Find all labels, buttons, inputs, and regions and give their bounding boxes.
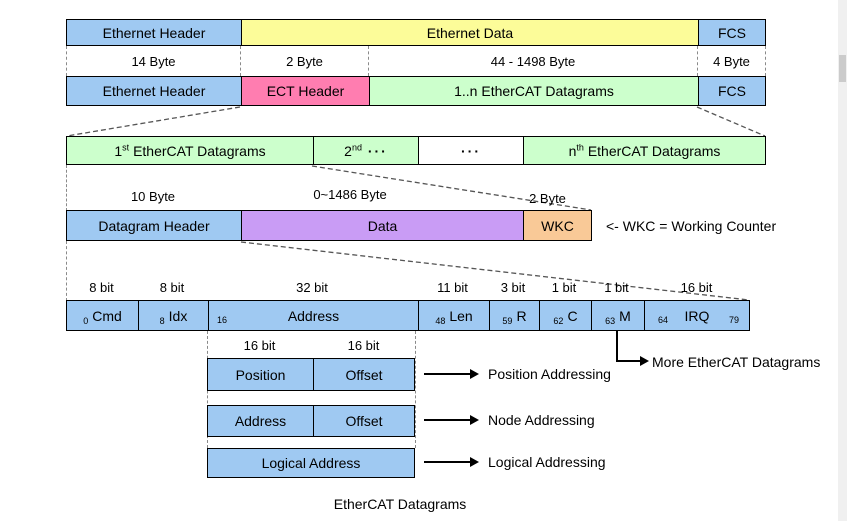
bit-label-m: 1 bit (604, 280, 629, 295)
scrollbar-track[interactable] (838, 0, 847, 521)
nth-datagram-box: nth EtherCAT Datagrams (523, 137, 765, 164)
datagram-ellipsis-box: ··· (418, 137, 523, 164)
datagram-header-box: Datagram Header (67, 211, 241, 240)
ethernet-header-box-2: Ethernet Header (67, 77, 241, 105)
bit-label-16-right: 16 bit (347, 338, 380, 353)
logical-addressing-label: Logical Addressing (488, 454, 606, 470)
connector-address-right (415, 331, 416, 448)
logical-addressing-row: Logical Address (207, 448, 415, 478)
ethernet-header-label: Ethernet Header (102, 24, 206, 41)
more-connector-horizontal (616, 360, 641, 362)
ethernet-data-box: Ethernet Data (241, 20, 698, 45)
logical-arrow-line (424, 461, 471, 463)
position-arrow-line (424, 373, 471, 375)
second-datagram-box: 2nd ··· (313, 137, 418, 164)
wkc-note: <- WKC = Working Counter (606, 217, 777, 234)
node-offset-box: Offset (313, 406, 414, 436)
node-addressing-label: Node Addressing (488, 412, 595, 428)
bit-label-r: 3 bit (500, 280, 526, 295)
node-address-box: Address (208, 406, 313, 436)
connector-left-1 (66, 165, 67, 211)
ethercat-frame-row: Ethernet Header ECT Header 1..n EtherCAT… (66, 76, 766, 106)
diagram-caption: EtherCAT Datagrams (333, 496, 467, 512)
data-box: Data (241, 211, 523, 240)
datagram-structure-row: Datagram Header Data WKC (66, 210, 592, 241)
size-2-byte: 2 Byte (240, 46, 368, 76)
position-offset-box: Offset (313, 359, 414, 390)
more-connector-vertical (616, 331, 618, 362)
more-arrowhead-icon (640, 356, 649, 366)
size-10-byte: 10 Byte (130, 189, 176, 204)
bit-label-idx: 8 bit (159, 280, 185, 295)
node-arrow-line (424, 419, 471, 421)
bit-label-c: 1 bit (551, 280, 577, 295)
size-4-byte: 4 Byte (697, 46, 766, 76)
node-addressing-row: Address Offset (207, 405, 415, 437)
wkc-box: WKC (523, 211, 591, 240)
byte-size-row: 14 Byte 2 Byte 44 - 1498 Byte 4 Byte (66, 46, 766, 76)
ethernet-frame-row: Ethernet Header Ethernet Data FCS (66, 19, 766, 46)
ethernet-header-box: Ethernet Header (67, 20, 241, 45)
node-arrowhead-icon (470, 415, 479, 425)
datagram-list-row: 1st EtherCAT Datagrams 2nd ··· ··· nth E… (66, 136, 766, 165)
bit-label-16-left: 16 bit (243, 338, 276, 353)
size-2-byte-wkc: 2 Byte (529, 191, 566, 206)
ect-header-box: ECT Header (241, 77, 369, 105)
bit-label-len: 11 bit (437, 280, 468, 295)
size-44-1498-byte: 44 - 1498 Byte (368, 46, 697, 76)
fcs-box: FCS (698, 20, 765, 45)
connector-left-2 (66, 241, 67, 301)
position-arrowhead-icon (470, 369, 479, 379)
position-box: Position (208, 359, 313, 390)
size-14-byte: 14 Byte (66, 46, 240, 76)
bit-label-address: 32 bit (296, 280, 328, 295)
fcs-box-2: FCS (698, 77, 765, 105)
scrollbar-thumb[interactable] (839, 55, 846, 82)
size-0-1486-byte: 0~1486 Byte (313, 187, 387, 202)
position-addressing-row: Position Offset (207, 358, 415, 391)
first-datagram-box: 1st EtherCAT Datagrams (67, 137, 313, 164)
bit-label-irq: 16 bit (680, 280, 713, 295)
fcs-label: FCS (718, 24, 746, 41)
more-datagrams-label: More EtherCAT Datagrams (652, 354, 821, 370)
logical-arrowhead-icon (470, 457, 479, 467)
position-addressing-label: Position Addressing (488, 366, 611, 382)
ethercat-datagrams-box: 1..n EtherCAT Datagrams (369, 77, 698, 105)
logical-address-box: Logical Address (208, 449, 414, 477)
ethernet-data-label: Ethernet Data (426, 24, 514, 41)
bit-label-cmd: 8 bit (89, 280, 114, 295)
